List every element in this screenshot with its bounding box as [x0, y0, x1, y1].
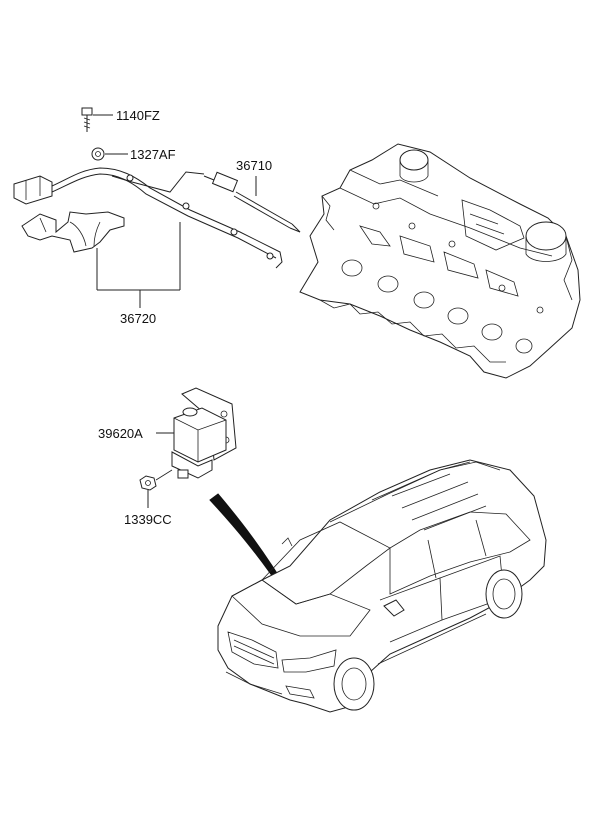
nut-1339cc — [139, 469, 173, 508]
glow-relay-39620a — [156, 387, 237, 479]
label-36720: 36720 — [120, 311, 156, 326]
vehicle-suv — [217, 459, 547, 713]
engine-cylinder-head — [299, 143, 581, 379]
label-36710: 36710 — [236, 158, 272, 173]
glow-plug-36710 — [203, 171, 301, 233]
label-39620a: 39620A — [98, 426, 143, 441]
bolt-1140fz — [81, 107, 113, 132]
label-1327af: 1327AF — [130, 147, 176, 162]
wiring-harness-36720 — [13, 167, 283, 308]
label-1339cc: 1339CC — [124, 512, 172, 527]
nut-1327af — [91, 147, 128, 161]
label-1140fz: 1140FZ — [116, 108, 160, 123]
